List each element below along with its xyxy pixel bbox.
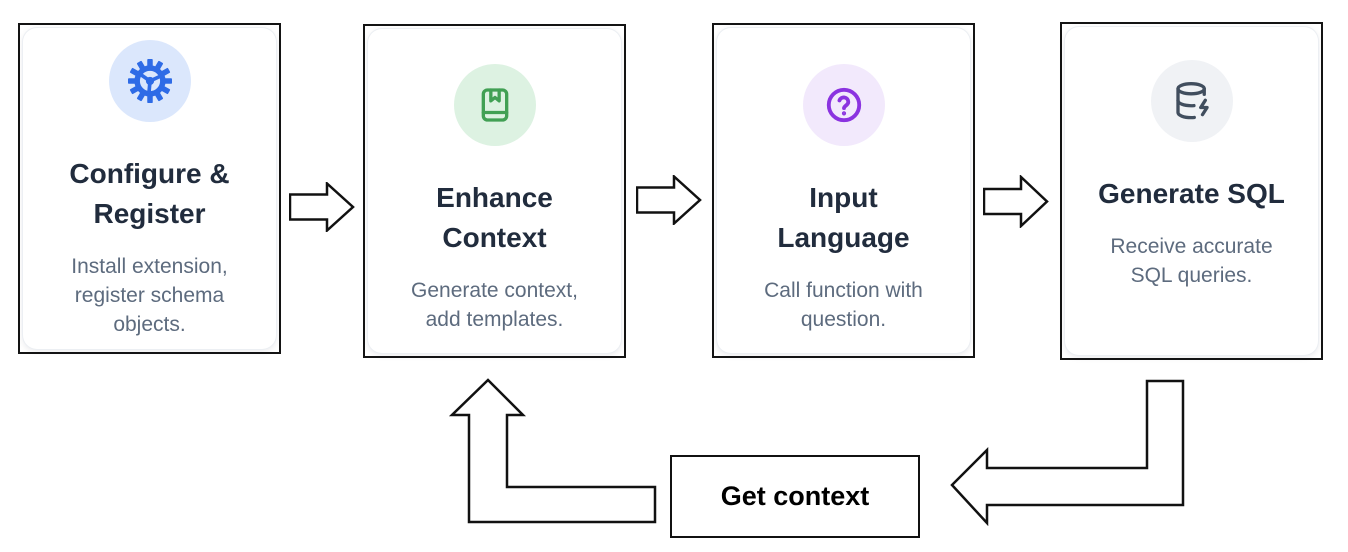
step-title: Configure & Register bbox=[69, 158, 230, 229]
database-zap-icon bbox=[1150, 60, 1233, 142]
step-card-configure-register: Configure & Register Install extension, … bbox=[18, 23, 281, 354]
get-context-label: Get context bbox=[720, 481, 870, 511]
step-description: Generate context, add templates. bbox=[411, 279, 578, 331]
arrow-generate-sql-to-get-context-icon bbox=[950, 379, 1185, 526]
step-description: Install extension, register schema objec… bbox=[71, 255, 228, 336]
circle-question-icon bbox=[802, 64, 885, 146]
step-title: Generate SQL bbox=[1098, 178, 1285, 209]
step-description: Call function with question. bbox=[764, 279, 923, 331]
gear-icon bbox=[108, 40, 191, 122]
arrow-input-to-generate-icon bbox=[983, 175, 1049, 228]
arrow-get-context-to-enhance-context-icon bbox=[449, 378, 657, 524]
arrow-configure-to-enhance-icon bbox=[289, 182, 355, 232]
step-title: Enhance Context bbox=[436, 182, 553, 253]
step-card-body: Configure & Register Install extension, … bbox=[23, 28, 276, 349]
step-card-enhance-context: Enhance Context Generate context, add te… bbox=[363, 24, 626, 358]
step-card-input-language: Input Language Call function with questi… bbox=[712, 23, 975, 358]
book-marked-icon bbox=[453, 64, 536, 146]
step-card-generate-sql: Generate SQL Receive accurate SQL querie… bbox=[1060, 22, 1323, 360]
step-card-body: Generate SQL Receive accurate SQL querie… bbox=[1065, 27, 1318, 355]
arrow-enhance-to-input-icon bbox=[636, 175, 702, 225]
get-context-label-box: Get context bbox=[670, 455, 920, 538]
step-card-body: Enhance Context Generate context, add te… bbox=[368, 29, 621, 353]
step-card-body: Input Language Call function with questi… bbox=[717, 28, 970, 353]
step-title: Input Language bbox=[777, 182, 910, 253]
step-description: Receive accurate SQL queries. bbox=[1110, 235, 1273, 287]
